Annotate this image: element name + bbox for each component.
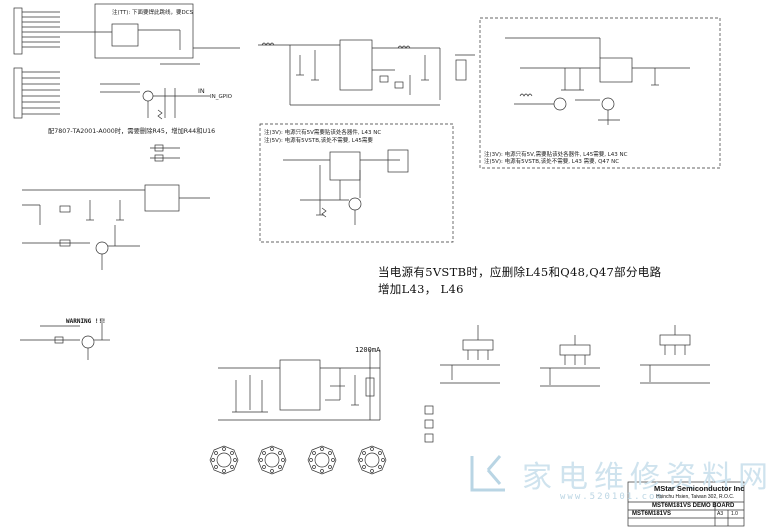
regulator-1200ma [218, 350, 381, 421]
dashed-box-right [479, 17, 721, 169]
in-label: IN [198, 87, 205, 95]
connector-j1 [13, 7, 60, 55]
mounting-hole-3 [307, 445, 337, 475]
regulator-upper [258, 39, 475, 106]
warning-circuit [20, 318, 110, 360]
regulator-right [505, 37, 690, 125]
top-left-fix-note: 配7807-TA2001-A000时，需要删除R45，增加R44和U16 [48, 128, 216, 135]
dashed-right-note-a: 注(3V): 电源只有5V,需要贴该处各器件, L45需要, L43 NC [484, 152, 628, 158]
dashed-right-note-b: 注(5V): 电源有5VSTB,该处不需要, L43 需要, Q47 NC [484, 159, 620, 165]
top-note-box [94, 3, 194, 59]
dashed-left-note-b: 注(5V): 电源有5VSTB,该处不需要, L45需要 [264, 138, 373, 144]
test-point-1 [424, 405, 434, 415]
dashed-left-note-a: 注(3V): 电源只有5V需要贴该处各器件, L43 NC [264, 130, 382, 136]
watermark-logo [470, 455, 505, 492]
connector-j2 [13, 67, 60, 119]
test-point-3 [424, 433, 434, 443]
regulator-5v-left [283, 149, 409, 225]
vreg-2 [540, 335, 600, 387]
watermark-url: www.520101.com [560, 492, 664, 502]
power-note-line1: 当电源有5VSTB时，应删除L45和Q48,Q47部分电路 [378, 265, 662, 279]
ip-label: IN_GPIO [210, 94, 233, 100]
power-note-line2: 增加L43， L46 [378, 282, 464, 296]
vreg-1 [440, 325, 500, 384]
watermark-text: 家电维修资料网 [522, 460, 774, 495]
warning-label: WARNING !!! [66, 318, 106, 325]
dashed-box-left [259, 123, 454, 243]
title-rev: 1.0 [731, 511, 738, 517]
current-label: 1200mA [355, 346, 381, 354]
vreg-3 [640, 325, 710, 384]
title-board: MST6M181VS DEMO BOARD [652, 503, 735, 509]
mounting-hole-1 [209, 445, 239, 475]
title-address: Hsinchu Hsien, Taiwan 302, R.O.C. [656, 494, 735, 500]
schematic-drawing [13, 3, 745, 527]
title-size: A3 [717, 511, 724, 517]
title-name: MST6M181VS [632, 511, 672, 517]
top-box-note: 注(TT): 下面要焊此跳线，要DCS [112, 10, 194, 16]
mounting-hole-4 [357, 445, 387, 475]
title-company: MStar Semiconductor Inc [654, 484, 745, 493]
reset-circuit [22, 184, 210, 270]
test-point-2 [424, 419, 434, 429]
schematic-sheet: 当电源有5VSTB时，应删除L45和Q48,Q47部分电路 增加L43， L46… [13, 3, 768, 527]
mounting-hole-2 [257, 445, 287, 475]
title-block-frame [627, 481, 745, 527]
